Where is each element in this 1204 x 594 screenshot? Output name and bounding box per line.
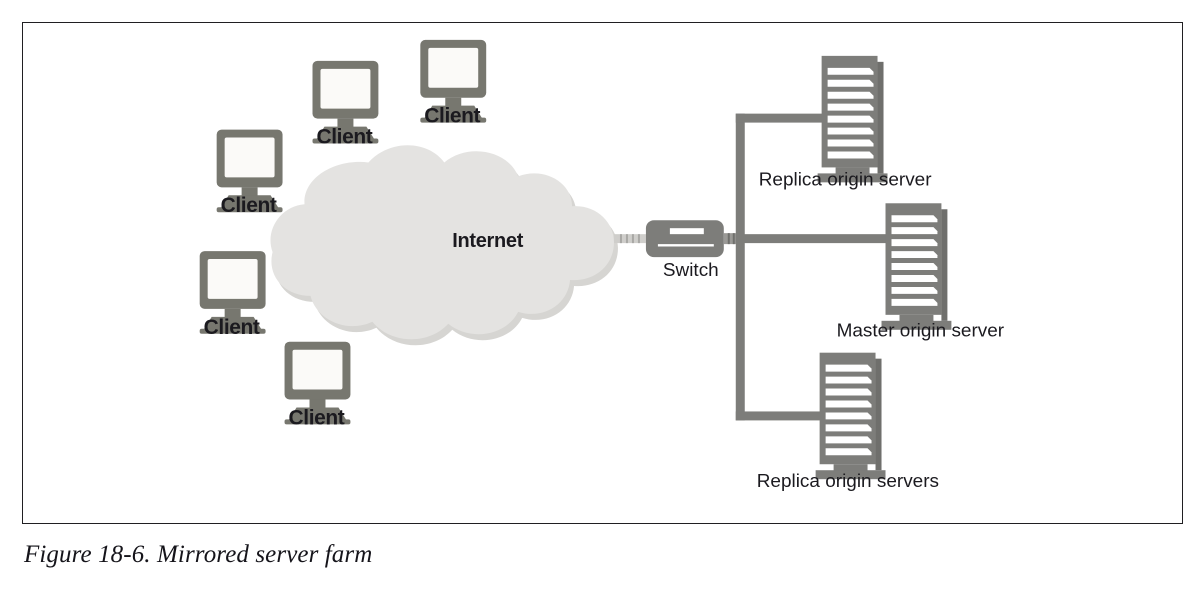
server-link-tree [735, 113, 897, 421]
client-label-4: Client [204, 316, 260, 339]
server-replica-top[interactable]: Replica origin server [759, 55, 932, 190]
cloud-switch-cable [613, 234, 646, 244]
cloud-label: Internet [452, 230, 523, 252]
client-3[interactable]: Client [420, 39, 487, 128]
server-label-master: Master origin server [837, 321, 1005, 342]
server-label-replica-top: Replica origin server [759, 169, 932, 190]
client-label-3: Client [424, 105, 480, 128]
figure-frame: Internet Switch [22, 22, 1183, 524]
network-diagram: Internet Switch [199, 39, 1005, 492]
server-replica-bottom[interactable]: Replica origin servers [757, 352, 939, 492]
network-switch-icon[interactable] [645, 220, 724, 258]
switch-label: Switch [663, 260, 719, 281]
client-label-5: Client [289, 406, 345, 429]
client-5[interactable]: Client [284, 341, 351, 430]
server-master[interactable]: Master origin server [837, 203, 1005, 342]
client-2[interactable]: Client [312, 60, 379, 149]
figure-caption: Figure 18-6. Mirrored server farm [24, 541, 373, 568]
client-1[interactable]: Client [216, 129, 283, 218]
server-label-replica-bottom: Replica origin servers [757, 471, 939, 492]
cloud-icon: Internet [270, 145, 618, 346]
client-label-1: Client [221, 194, 277, 217]
client-label-2: Client [316, 126, 372, 149]
client-4[interactable]: Client [199, 251, 266, 339]
